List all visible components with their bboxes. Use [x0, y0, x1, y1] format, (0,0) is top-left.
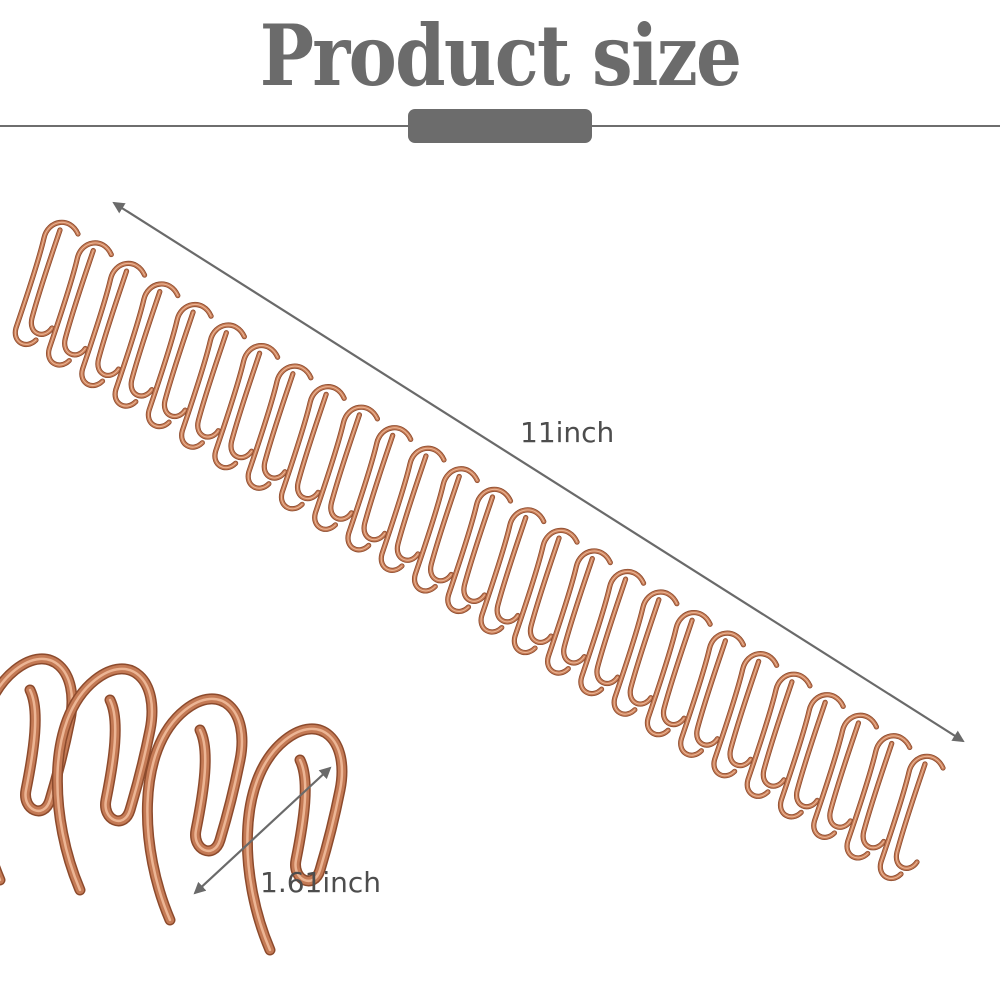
coil-loop-shadow	[877, 753, 946, 881]
page-title: Product size	[259, 6, 742, 105]
length-arrow-icon	[112, 201, 965, 743]
diameter-label: 1.61inch	[260, 866, 382, 899]
coil-loop	[878, 754, 945, 881]
diameter-arrow-icon	[193, 766, 332, 895]
length-label: 11inch	[520, 416, 615, 449]
coil-loop-highlight	[48, 242, 112, 366]
coil-loop-highlight	[14, 221, 79, 345]
title-tab-decoration	[408, 109, 592, 143]
coil-loop-highlight	[879, 755, 944, 879]
